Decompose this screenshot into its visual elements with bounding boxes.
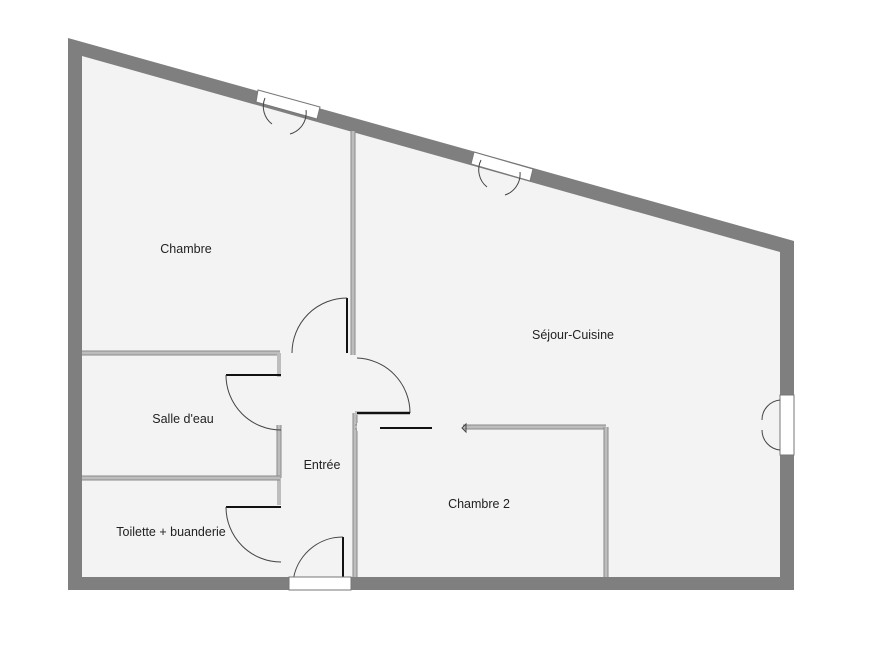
window-chambre [255,89,321,135]
salle-deau-door[interactable] [225,374,282,431]
entree-chambre-door[interactable] [291,297,348,354]
toilette-door[interactable] [225,506,282,563]
room-label-chambre-2: Chambre 2 [448,497,510,511]
window-sejour-east [761,394,795,456]
room-label-sejour-cuisine: Séjour-Cuisine [532,328,614,342]
chambre-2-door[interactable] [380,422,467,434]
room-label-chambre: Chambre [160,242,211,256]
floor-area [82,56,780,577]
entree-sejour-door[interactable] [356,357,411,414]
interior-walls [82,131,609,577]
room-label-entree: Entrée [304,458,341,472]
front-door[interactable] [288,536,352,591]
window-sejour [470,151,534,196]
room-label-toilette-buanderie: Toilette + buanderie [116,525,226,539]
room-label-salle-deau: Salle d'eau [152,412,214,426]
